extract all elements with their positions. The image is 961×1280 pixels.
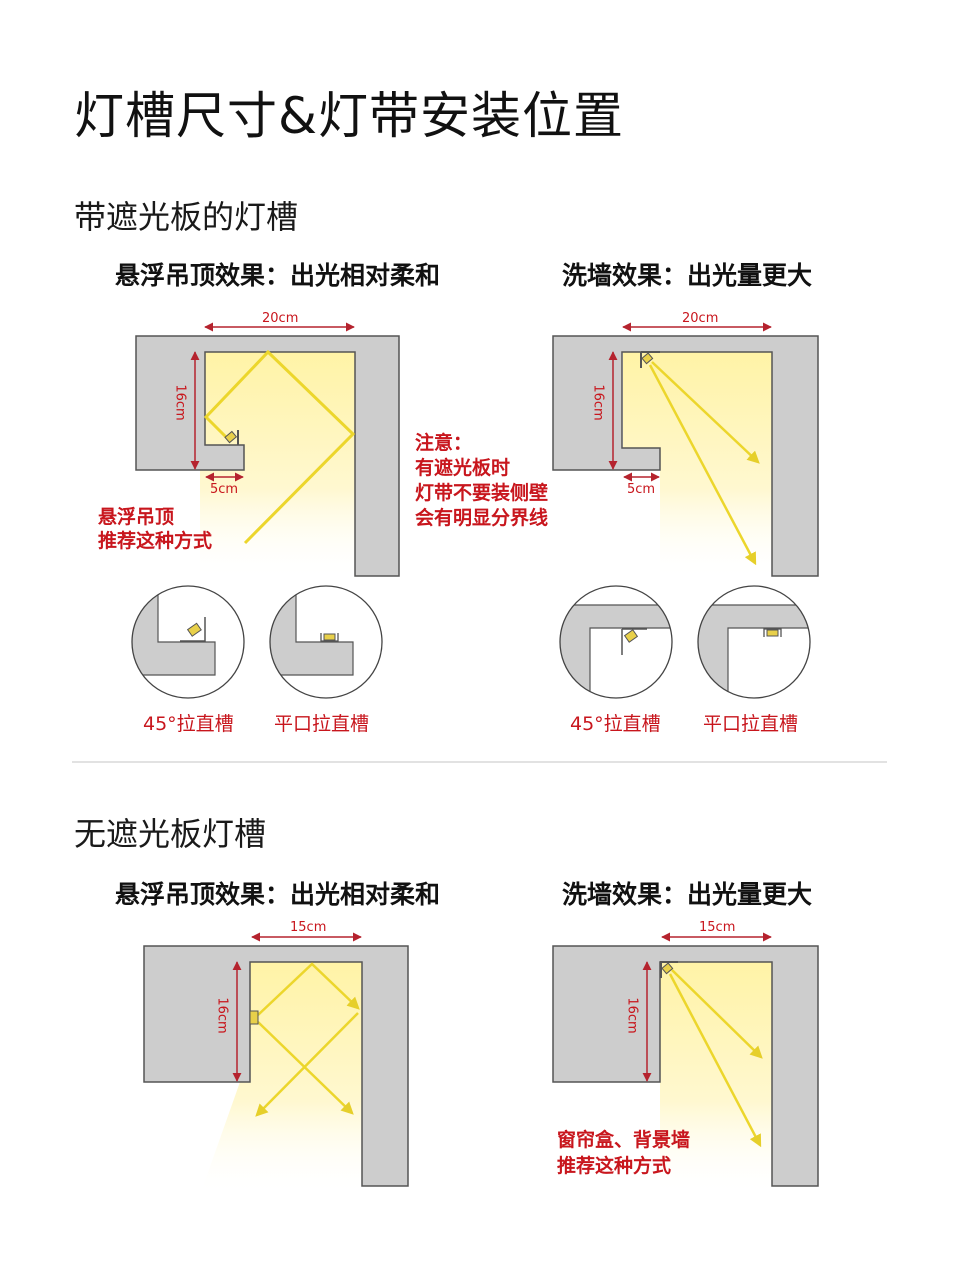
s1-right-subtitle: 洗墙效果：出光量更大 bbox=[562, 261, 813, 290]
s1-left-recommend-2: 推荐这种方式 bbox=[98, 530, 213, 552]
note-line-3: 灯带不要装侧壁 bbox=[415, 482, 549, 504]
s1-left-detail-45-label: 45°拉直槽 bbox=[143, 713, 234, 735]
note-line-4: 会有明显分界线 bbox=[415, 507, 549, 529]
note-line-1: 注意： bbox=[415, 432, 473, 454]
s1-left-dim-lip: 5cm bbox=[210, 482, 239, 497]
s1-right-dim-lip: 5cm bbox=[627, 482, 656, 497]
s2-right-recommend-2: 推荐这种方式 bbox=[557, 1155, 672, 1177]
section2-heading: 无遮光板灯槽 bbox=[74, 815, 267, 853]
s1-left-subtitle: 悬浮吊顶效果：出光相对柔和 bbox=[115, 261, 441, 290]
s2-left-subtitle: 悬浮吊顶效果：出光相对柔和 bbox=[115, 880, 441, 909]
s1-right-detail-flat-label: 平口拉直槽 bbox=[703, 713, 799, 735]
s1-right-detail-45-label: 45°拉直槽 bbox=[570, 713, 661, 735]
page-title: 灯槽尺寸&灯带安装位置 bbox=[74, 87, 624, 145]
s1-left-dim-width: 20cm bbox=[262, 311, 299, 326]
s2-right-dim-height: 16cm bbox=[624, 997, 640, 1034]
s1-right-dim-width: 20cm bbox=[682, 311, 719, 326]
s2-right-subtitle: 洗墙效果：出光量更大 bbox=[562, 880, 813, 909]
s2-right-recommend-1: 窗帘盒、背景墙 bbox=[557, 1129, 691, 1151]
section1-heading: 带遮光板的灯槽 bbox=[74, 198, 299, 236]
s2-left-dim-width: 15cm bbox=[290, 920, 327, 935]
note-line-2: 有遮光板时 bbox=[415, 457, 511, 479]
s1-left-recommend-1: 悬浮吊顶 bbox=[98, 506, 175, 528]
s1-left-detail-flat-label: 平口拉直槽 bbox=[274, 713, 370, 735]
section-divider bbox=[72, 761, 887, 763]
s2-right-dim-width: 15cm bbox=[699, 920, 736, 935]
